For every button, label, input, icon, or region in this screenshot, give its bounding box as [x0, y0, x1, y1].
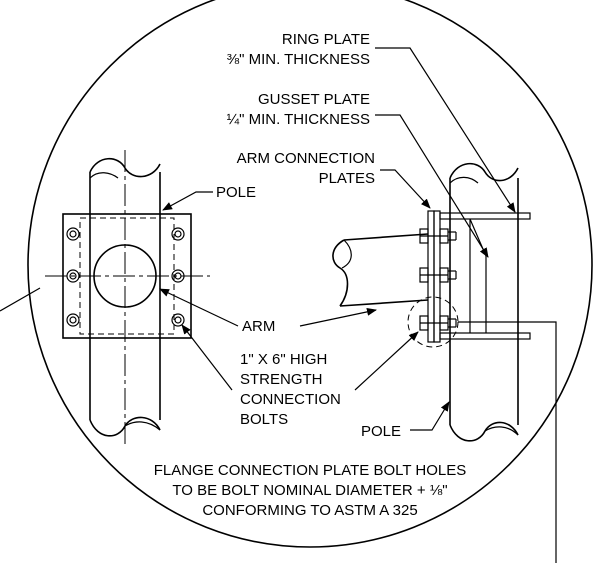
flange-bolts — [66, 227, 185, 327]
right-pole-view — [449, 162, 519, 442]
label-ring-plate: RING PLATE — [282, 31, 370, 48]
label-bolts-4: BOLTS — [240, 411, 288, 428]
label-gusset-plate-thickness: ¼" MIN. THICKNESS — [227, 111, 370, 128]
gusset-plate — [469, 218, 487, 333]
arm-connection-plates — [427, 210, 441, 343]
label-arm: ARM — [242, 318, 275, 335]
label-pole-left: POLE — [216, 184, 256, 201]
detail-leader-left — [0, 287, 41, 312]
detail-leader-right — [458, 321, 557, 563]
label-bolts-3: CONNECTION — [240, 391, 341, 408]
label-gusset-plate: GUSSET PLATE — [258, 91, 370, 108]
label-bolts-2: STRENGTH — [240, 371, 323, 388]
flange-plate — [45, 213, 210, 339]
labels: RING PLATE ⅜" MIN. THICKNESS GUSSET PLAT… — [154, 31, 467, 519]
label-ring-plate-thickness: ⅜" MIN. THICKNESS — [227, 51, 370, 68]
label-bolts-1: 1" X 6" HIGH — [240, 351, 327, 368]
label-pole-right: POLE — [361, 423, 401, 440]
note-line-3: CONFORMING TO ASTM A 325 — [202, 502, 417, 519]
detail-circle — [27, 0, 593, 548]
label-arm-connection: ARM CONNECTION — [237, 150, 375, 167]
arm-pipe — [332, 233, 429, 307]
note-line-1: FLANGE CONNECTION PLATE BOLT HOLES — [154, 462, 467, 479]
leader-lines — [159, 47, 516, 431]
left-pole-view — [89, 150, 161, 448]
note-line-2: TO BE BOLT NOMINAL DIAMETER + ⅛" — [172, 482, 447, 499]
connection-bolts — [407, 228, 459, 348]
label-arm-connection-plates: PLATES — [319, 170, 375, 187]
